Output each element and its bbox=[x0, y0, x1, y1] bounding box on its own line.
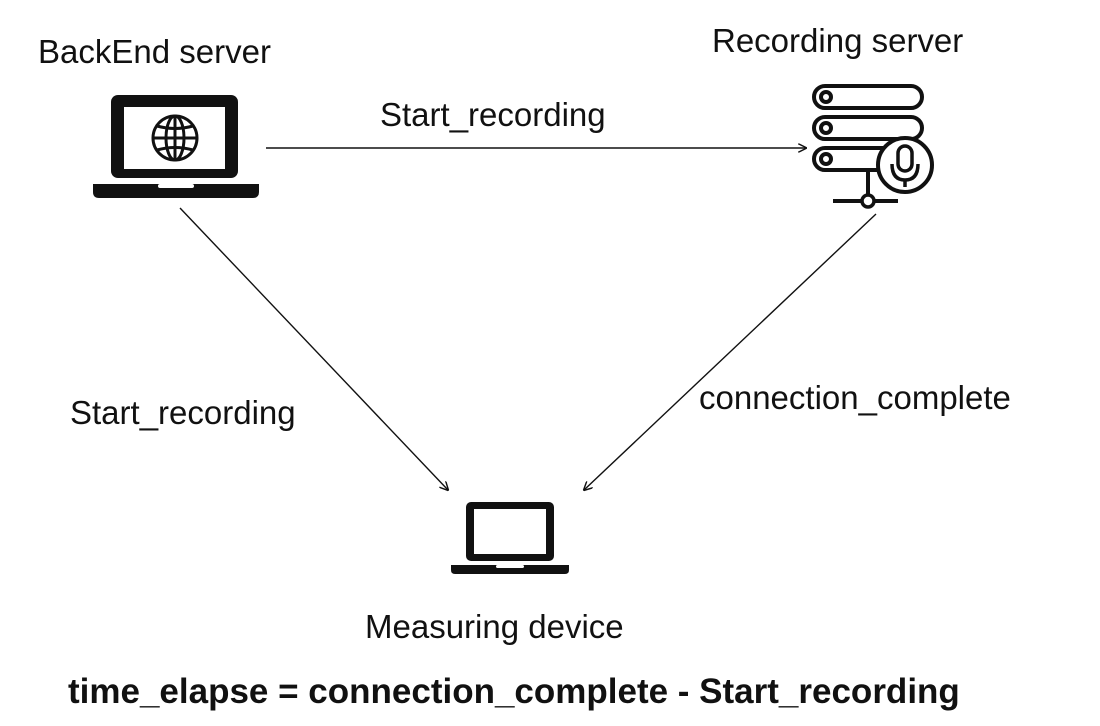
measuring-device-title: Measuring device bbox=[365, 608, 624, 645]
formula-caption: time_elapse = connection_complete - Star… bbox=[68, 672, 960, 711]
backend-server-title: BackEnd server bbox=[38, 33, 271, 70]
laptop-globe-icon bbox=[93, 95, 259, 198]
server-microphone-icon bbox=[812, 84, 934, 209]
edge-recording-to-measuring bbox=[584, 213, 877, 490]
edge-label-recording-to-measuring: connection_complete bbox=[699, 379, 1011, 416]
edge-label-backend-to-measuring: Start_recording bbox=[70, 394, 296, 431]
edge-backend-to-measuring bbox=[179, 207, 448, 490]
laptop-icon bbox=[451, 502, 569, 574]
edge-label-backend-to-recording: Start_recording bbox=[380, 96, 606, 133]
recording-server-title: Recording server bbox=[712, 22, 964, 59]
